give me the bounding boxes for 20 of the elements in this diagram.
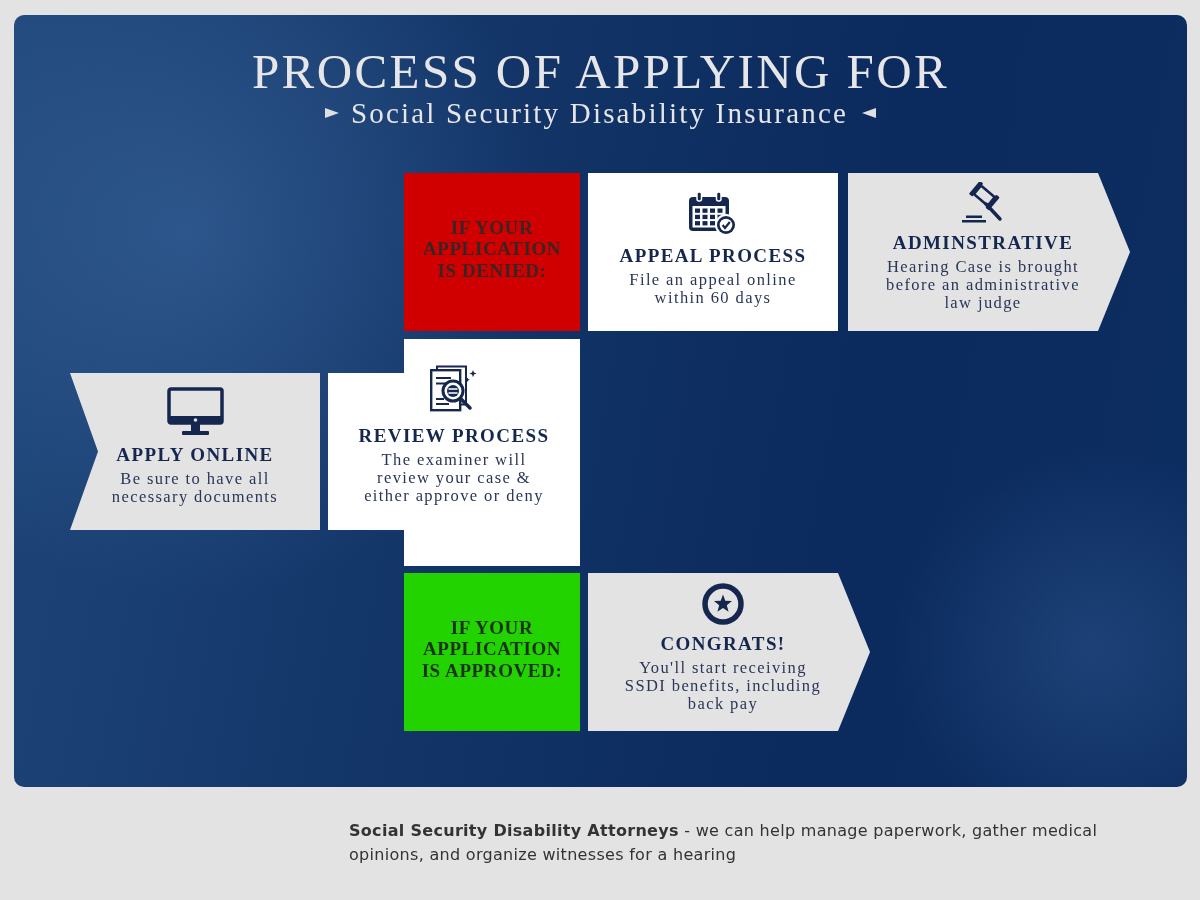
notched-step-card	[70, 373, 320, 530]
step-heading: REVIEW PROCESS	[358, 425, 550, 447]
denied-panel	[404, 173, 580, 331]
step-description: You'll start receiving SSDI benefits, including back pay	[623, 659, 823, 713]
step-card	[328, 339, 580, 566]
condition-text: IF YOUR APPLICATION IS DENIED:	[421, 216, 563, 282]
step-heading: APPLY ONLINE	[116, 444, 274, 466]
footer-text: Social Security Disability Attorneys - we can help manage paperwork, gather medical opinions, and organize witnesses for a hearing	[349, 820, 1099, 866]
step-description: Hearing Case is brought before an administrative law judge	[885, 258, 1081, 312]
step-description: The examiner will review your case & either approve or deny	[363, 451, 545, 505]
step-description: Be sure to have all necessary documents	[110, 470, 280, 506]
chevron-step-card	[588, 573, 870, 731]
approved-panel	[404, 573, 580, 731]
step-card	[588, 173, 838, 331]
condition-text: IF YOUR APPLICATION IS APPROVED:	[420, 616, 564, 682]
step-heading: ADMINSTRATIVE	[892, 232, 1074, 254]
chevron-step-card	[848, 173, 1130, 331]
step-heading: CONGRATS!	[660, 633, 786, 655]
step-heading: APPEAL PROCESS	[619, 245, 807, 267]
step-description: File an appeal online within 60 days	[628, 271, 798, 307]
